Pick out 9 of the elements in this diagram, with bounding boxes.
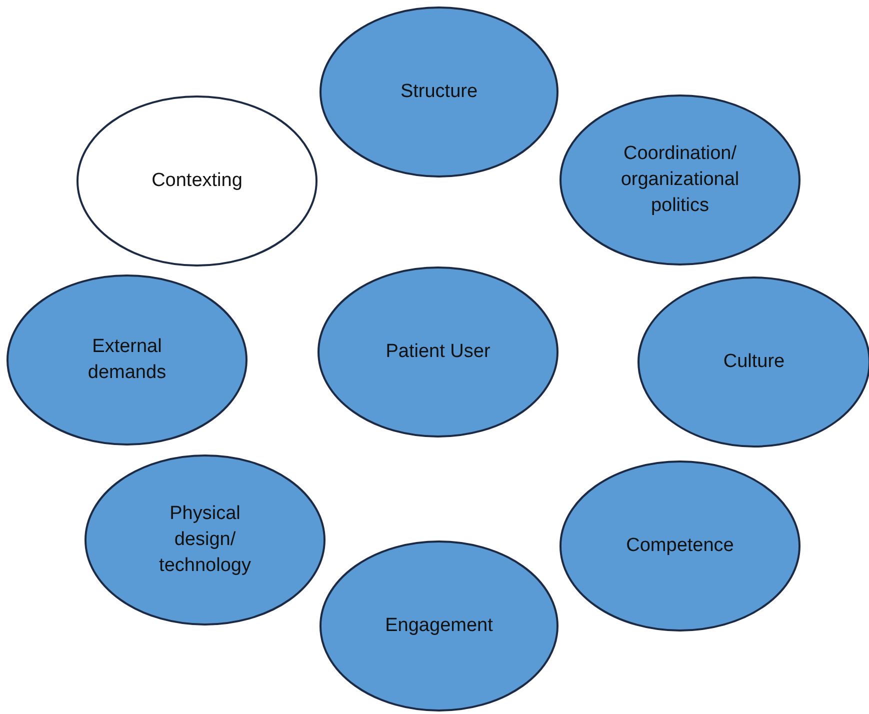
- node-label: Engagement: [385, 614, 493, 638]
- node-label: External demands: [86, 335, 168, 385]
- node-label: Contexting: [152, 169, 242, 193]
- node-label: Competence: [626, 534, 734, 558]
- node-label: Patient User: [386, 340, 490, 364]
- node-label: Culture: [723, 350, 785, 374]
- node-label: Structure: [400, 80, 478, 104]
- node-label: Coordination/ organizational politics: [620, 142, 740, 218]
- node-label: Physical design/ technology: [158, 502, 252, 578]
